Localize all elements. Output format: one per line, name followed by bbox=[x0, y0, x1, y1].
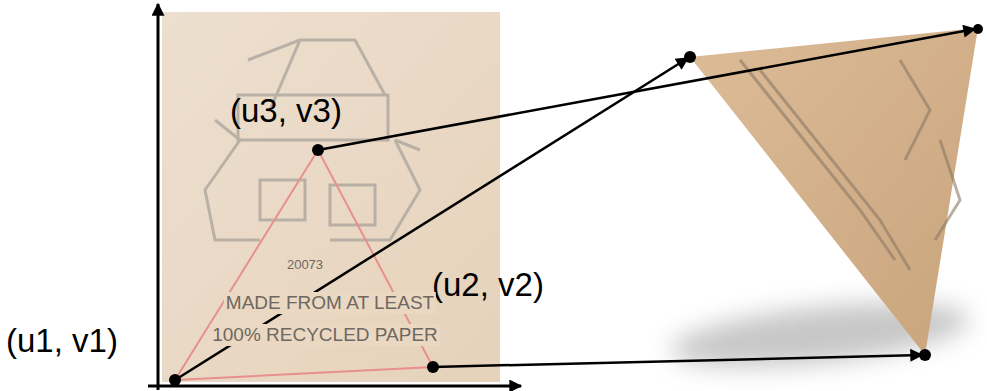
vertex-label: (u1, v1) bbox=[6, 322, 118, 360]
printed-text: 100% RECYCLED PAPER bbox=[210, 324, 440, 346]
vertex-dot bbox=[919, 349, 931, 361]
vertex-dot bbox=[427, 361, 439, 373]
v-axis bbox=[157, 4, 160, 390]
mapped-logo bbox=[740, 60, 960, 270]
vertex-label: (u2, v2) bbox=[432, 266, 544, 304]
vertex-dot bbox=[684, 51, 696, 63]
vertex-dot bbox=[169, 374, 181, 386]
printed-text: MADE FROM AT LEAST bbox=[224, 292, 436, 314]
vertex-dot bbox=[312, 144, 324, 156]
mapping-arrow bbox=[433, 355, 922, 367]
mapping-arrow bbox=[175, 58, 688, 380]
vertex-dot bbox=[973, 24, 983, 34]
recycle-logo bbox=[205, 40, 420, 240]
vertex-dots bbox=[169, 24, 983, 386]
vertex-label: (u3, v3) bbox=[230, 92, 342, 130]
printed-text: 20073 bbox=[285, 258, 325, 273]
mapped-triangle bbox=[690, 28, 978, 355]
texture-image bbox=[162, 12, 500, 382]
mapping-arrow bbox=[318, 29, 975, 150]
u-axis bbox=[148, 385, 521, 388]
